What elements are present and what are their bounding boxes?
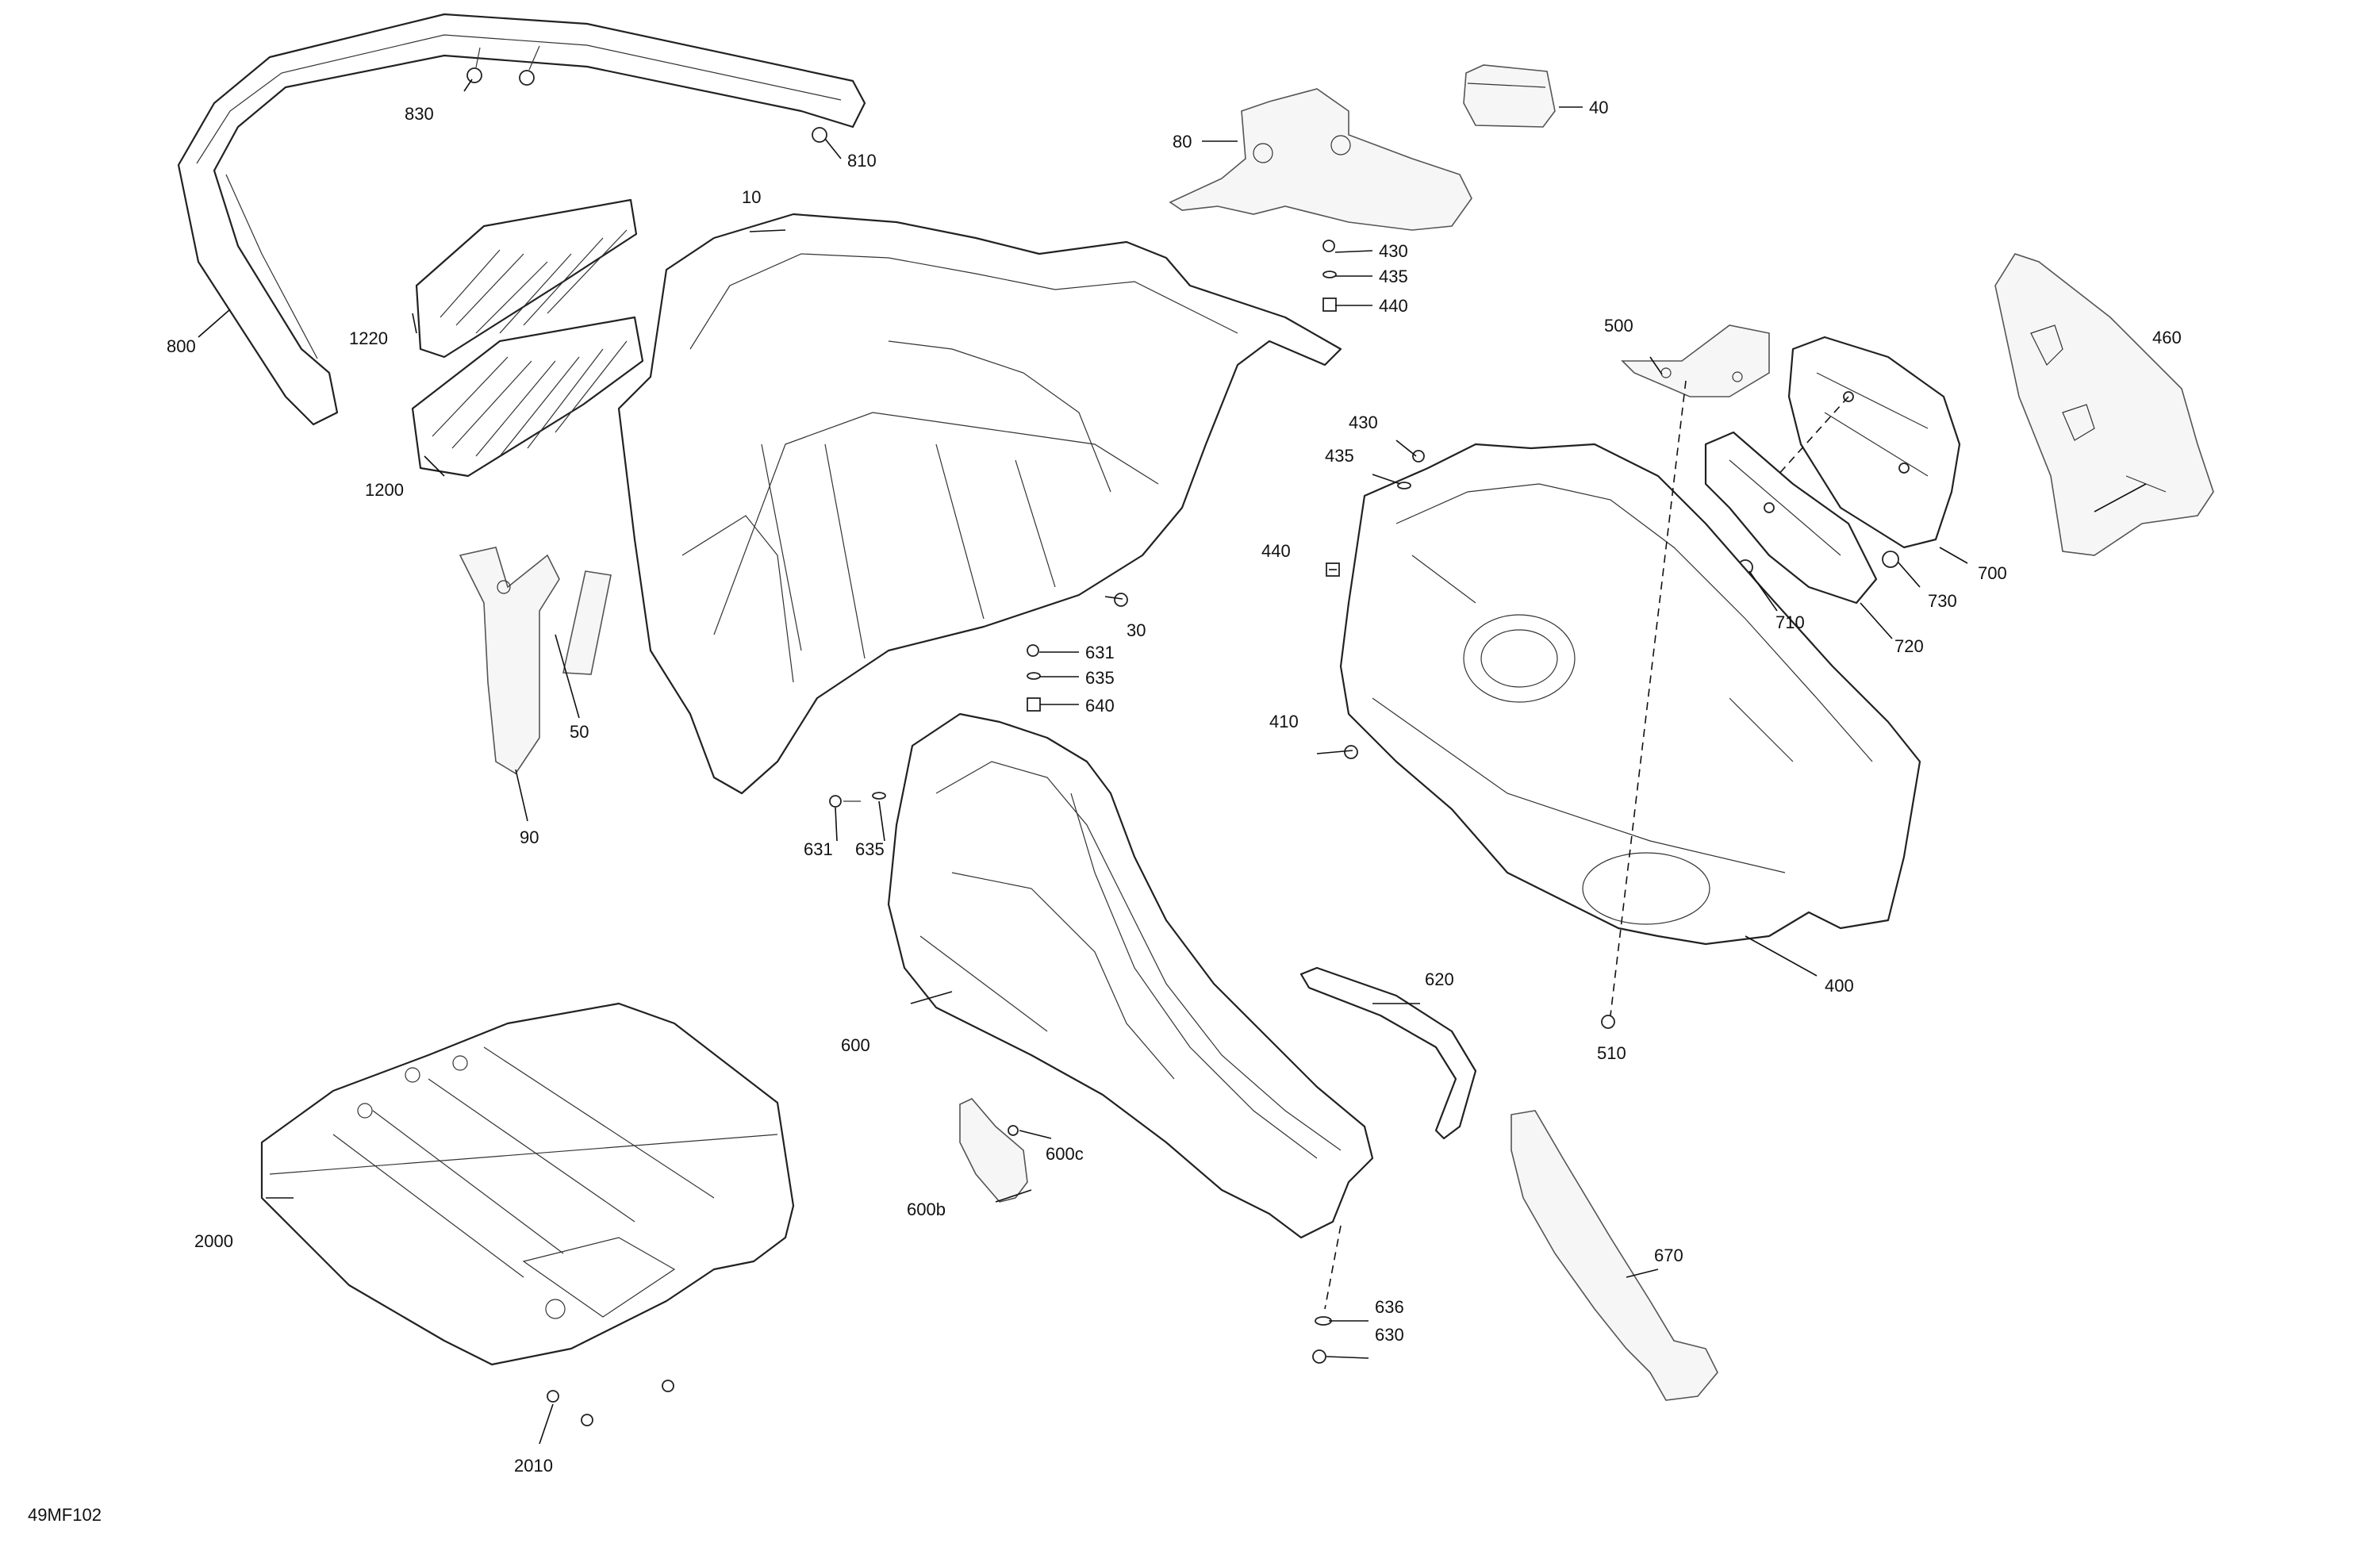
fastener-600c: [1008, 1125, 1019, 1136]
fastener-stack-631-635-640: [1027, 644, 1041, 712]
part-400-side-panel: [1339, 443, 1921, 946]
fastener-810: [812, 127, 827, 143]
part-50-foam-pad: [562, 570, 612, 675]
fastener-410: [1344, 745, 1358, 759]
part-90-foam-pad: [459, 547, 560, 775]
callout-80: 80: [1173, 132, 1192, 152]
part-620-rod: [1299, 966, 1477, 1140]
fasteners-2010: [547, 1380, 674, 1426]
callout-600c: 600c: [1046, 1144, 1084, 1164]
callout-830: 830: [405, 104, 434, 124]
fastener-stack-631-635-lower: [829, 792, 886, 808]
callout-640: 640: [1085, 696, 1115, 716]
callout-510: 510: [1597, 1043, 1626, 1063]
callout-410: 410: [1269, 712, 1299, 731]
callout-435-side: 435: [1325, 446, 1354, 466]
part-600-console: [887, 712, 1374, 1239]
part-80-heat-shield: [1169, 88, 1472, 231]
callout-700: 700: [1978, 563, 2007, 583]
callout-1220: 1220: [349, 328, 388, 348]
callout-440-upper: 440: [1379, 296, 1408, 316]
callout-10: 10: [742, 187, 761, 207]
part-800-grab-rail: [177, 13, 866, 426]
part-40-pad: [1463, 64, 1556, 128]
callout-800: 800: [167, 336, 196, 356]
part-1200-vent-grille: [411, 316, 644, 478]
callout-631-upper: 631: [1085, 643, 1115, 662]
part-500-shield: [1621, 324, 1770, 397]
fastener-30: [1114, 593, 1128, 607]
callout-720: 720: [1894, 636, 1924, 656]
callout-600b: 600b: [907, 1199, 946, 1219]
part-670-heat-shield: [1511, 1110, 1718, 1401]
fastener-stack-430-435-440-upper: [1322, 240, 1337, 312]
fastener-630: [1312, 1349, 1326, 1364]
part-700-bracket: [1787, 336, 1961, 549]
callout-460: 460: [2152, 328, 2182, 347]
alignment-line-700-720: [1776, 396, 1849, 477]
callout-labels: 10 30 40 50 80 90 400 410 430 435 440 43…: [167, 98, 2182, 1476]
fastener-730: [1882, 551, 1899, 568]
callout-440-side: 440: [1261, 541, 1291, 561]
callout-430-upper: 430: [1379, 241, 1408, 261]
part-720-bracket: [1704, 431, 1878, 605]
callout-635-upper: 635: [1085, 668, 1115, 688]
alignment-line-500-510: [1610, 380, 1687, 1016]
callout-400: 400: [1825, 976, 1854, 996]
callout-500: 500: [1604, 316, 1633, 336]
callout-631-lower: 631: [804, 839, 833, 859]
callout-600: 600: [841, 1035, 870, 1055]
fastener-510: [1601, 1015, 1615, 1029]
callout-50: 50: [570, 722, 589, 742]
callout-670: 670: [1654, 1246, 1683, 1265]
callout-730: 730: [1928, 591, 1957, 611]
callout-1200: 1200: [365, 480, 404, 500]
part-600b-cover: [959, 1098, 1028, 1203]
part-460-heat-shield: [1994, 253, 2214, 556]
part-10-body-shell: [617, 213, 1342, 795]
callout-435-upper: 435: [1379, 267, 1408, 286]
callout-635-lower: 635: [855, 839, 885, 859]
callout-2000: 2000: [194, 1231, 233, 1251]
callout-620: 620: [1425, 969, 1454, 989]
callout-90: 90: [520, 827, 539, 847]
callout-2010: 2010: [514, 1456, 553, 1476]
diagram-reference-code: 49MF102: [28, 1505, 102, 1525]
callout-630: 630: [1375, 1325, 1404, 1345]
alignment-line-630: [1324, 1225, 1342, 1310]
callout-636: 636: [1375, 1297, 1404, 1317]
fasteners-830: [466, 45, 540, 86]
callout-810: 810: [847, 151, 877, 171]
callout-710: 710: [1775, 612, 1805, 632]
callout-430-side: 430: [1349, 413, 1378, 432]
part-1220-vent-grille: [415, 198, 638, 359]
part-2000-skid-plate: [260, 1002, 795, 1366]
callout-40: 40: [1589, 98, 1608, 117]
leader-lines: [198, 79, 2147, 1445]
callout-30: 30: [1127, 620, 1146, 640]
